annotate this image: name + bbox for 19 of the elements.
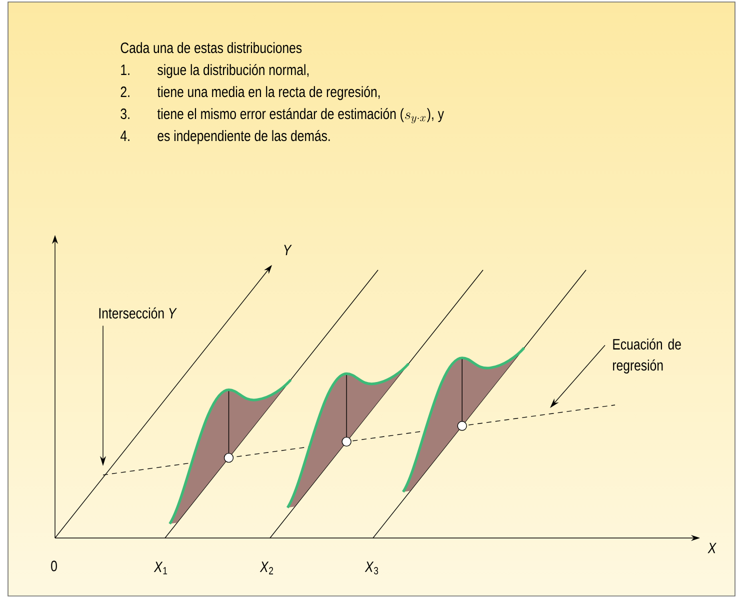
list-item: tiene el mismo error estándar de estimación ( [157,108,404,122]
tick-label: X$_{1}$ [154,562,168,574]
list-item: es independiente de las demás. [158,130,330,144]
tick-label: X$_{3}$ [364,562,378,574]
list-item: sigue la distribución normal, [158,64,309,78]
axis-label: X [708,542,716,554]
intro-text: Cada una de estas distribuciones [120,42,302,54]
axis-label: Y [284,244,292,256]
tick-label: X$_{2}$ [260,562,274,574]
list-item: ), y [427,108,444,122]
tick-label: 0 [51,560,57,572]
callout-text: Ecuación de regresión [613,338,681,374]
list-number: 1. [121,64,130,75]
formula: $s_{y \cdot x}$ [405,112,426,124]
callout-text: Intersección Y [99,307,177,319]
list-number: 2. [120,86,130,97]
list-item: tiene una media en la recta de regresión, [157,86,380,100]
list-number: 4. [120,130,130,141]
list-number: 3. [120,108,130,120]
